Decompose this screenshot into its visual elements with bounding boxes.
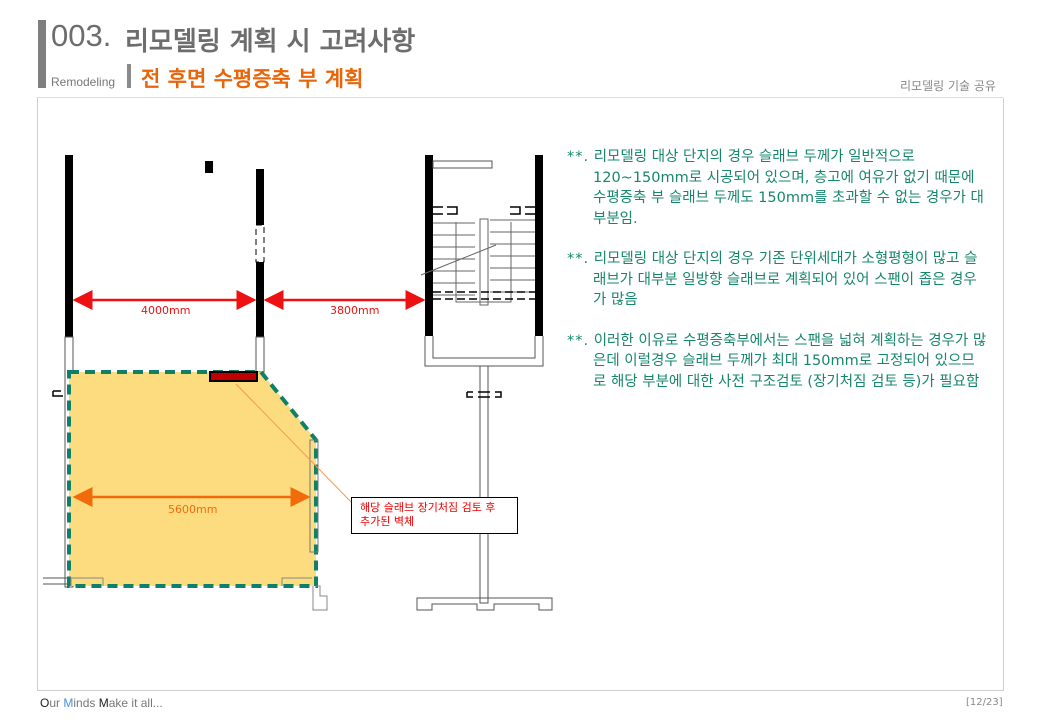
footer-slogan: Our Minds Make it all... — [40, 696, 163, 710]
callout-leader — [235, 383, 356, 507]
wall-middle-outline — [255, 336, 265, 373]
note-text: 리모델링 대상 단지의 경우 기존 단위세대가 소형평형이 많고 슬래브가 대부… — [593, 251, 978, 308]
slogan-ur: ur — [49, 696, 64, 710]
wall-left — [65, 155, 73, 337]
header-accent-bar — [38, 20, 46, 88]
content-frame — [37, 98, 1004, 691]
note-item: **. 리모델링 대상 단지의 경우 기존 단위세대가 소형평형이 많고 슬래브… — [567, 249, 987, 311]
stair-treads — [420, 218, 535, 306]
header-divider — [37, 97, 1003, 98]
wall-middle-lower — [256, 262, 264, 337]
stair-wall-left — [425, 155, 433, 336]
note-item: **. 이러한 이유로 수평증축부에서는 스팬을 넓혀 계획하는 경우가 많은데… — [567, 331, 987, 393]
stair-pipe — [479, 365, 489, 604]
floor-line-left — [43, 577, 69, 585]
section-number: 003. — [51, 18, 112, 53]
door-mark-pipe — [466, 391, 502, 398]
slogan-inds: inds — [73, 696, 99, 710]
stair-top-rail — [432, 160, 493, 169]
page-title: 리모델링 계획 시 고려사항 — [125, 27, 416, 57]
note-text: 이러한 이유로 수평증축부에서는 스팬을 넓혀 계획하는 경우가 많은데 이럴경… — [593, 332, 987, 390]
door-mark-stair — [433, 206, 535, 215]
stair-bottom-frame — [424, 336, 544, 367]
bottom-steps — [70, 577, 328, 611]
callout-box: 해당 슬래브 장기처짐 검토 후 추가된 벽체 — [351, 497, 518, 534]
slogan-o: O — [40, 696, 50, 710]
slogan-m1: M — [63, 696, 74, 710]
wall-middle — [256, 169, 264, 225]
dim-label-4000: 4000mm — [141, 304, 190, 317]
callout-line-2: 추가된 벽체 — [360, 515, 415, 528]
slogan-rest: ake it all... — [108, 696, 163, 710]
subtitle-separator — [127, 64, 131, 88]
note-bullet: **. — [567, 332, 590, 349]
page-subtitle: 전 후면 수평증축 부 계획 — [141, 67, 364, 91]
note-bullet: **. — [567, 149, 590, 165]
note-bullet: **. — [567, 251, 590, 267]
page-number: [12/23] — [966, 697, 1003, 708]
slogan-m2: M — [98, 696, 109, 710]
stair-wall-right — [535, 155, 543, 336]
dim-label-3800: 3800mm — [330, 304, 379, 317]
stair-cut-line — [433, 291, 535, 300]
added-wall — [209, 371, 258, 382]
wall-middle-opening — [255, 224, 265, 263]
stair-base — [416, 597, 553, 611]
extension-area — [67, 370, 318, 588]
note-item: **. 리모델링 대상 단지의 경우 슬래브 두께가 일반적으로 120~150… — [567, 147, 987, 229]
callout-line-1: 해당 슬래브 장기처짐 검토 후 — [360, 501, 496, 514]
note-text: 리모델링 대상 단지의 경우 슬래브 두께가 일반적으로 120~150mm로 … — [593, 149, 984, 227]
doc-label: 리모델링 기술 공유 — [900, 79, 996, 93]
notes-list: **. 리모델링 대상 단지의 경우 슬래브 두께가 일반적으로 120~150… — [567, 147, 987, 412]
category-label: Remodeling — [51, 75, 116, 89]
dim-label-5600: 5600mm — [168, 503, 217, 516]
column-marker — [205, 161, 213, 173]
